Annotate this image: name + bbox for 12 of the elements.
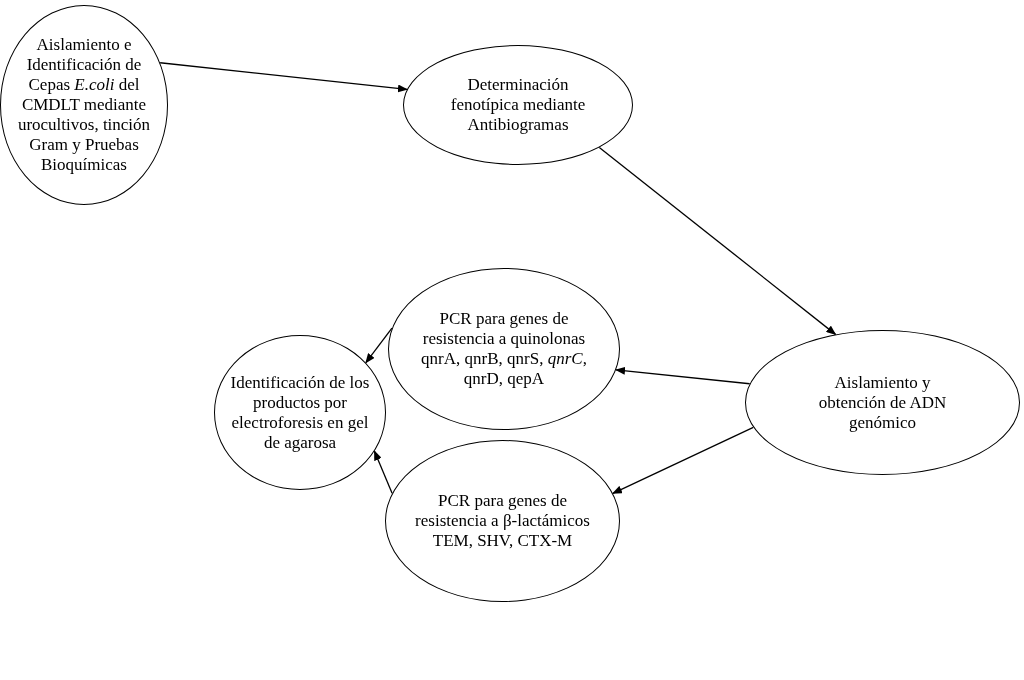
arrow (598, 146, 837, 335)
arrow (373, 450, 393, 494)
step-text: PCR para genes de resistencia a quinolonas qnrA, qnrB, qnrS, qnrC, qnrD, qepA (420, 309, 588, 389)
step-text: Aislamiento y obtención de ADN genómico (817, 372, 948, 433)
step-text: Aislamiento e Identificación de Cepas E.coli del CMDLT mediante urocultivos, tinción Gram y Pruebas Bioquímicas (16, 35, 152, 175)
arrow (159, 62, 408, 93)
arrow (365, 327, 393, 364)
step-text: PCR para genes de resistencia a β-lactámicos TEM, SHV, CTX-M (414, 491, 591, 551)
arrow (615, 366, 751, 385)
step-text: Identificación de los productos por electroforesis en gel de agarosa (229, 372, 371, 453)
arrow (612, 426, 754, 494)
step-text: Determinación fenotípica mediante Antibiogramas (449, 75, 587, 135)
